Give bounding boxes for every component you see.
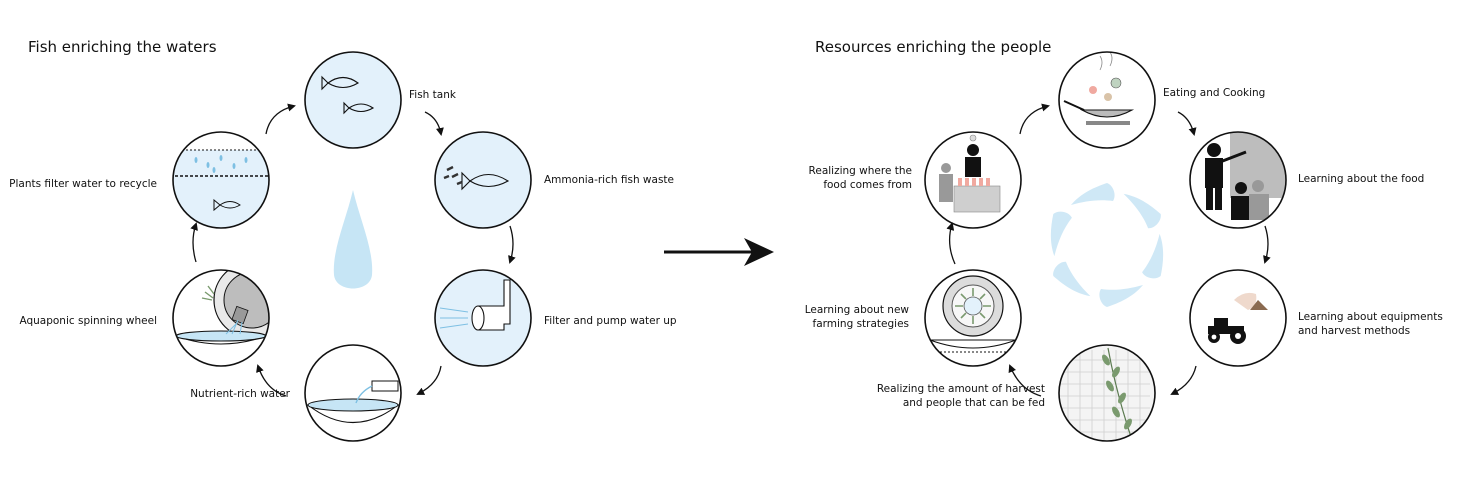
fish-waste-node (434, 131, 532, 229)
teacher-icon (1205, 143, 1247, 210)
cycle-arrow (1177, 111, 1197, 136)
step-label-equipments: Learning about equipments and harvest me… (1298, 310, 1443, 338)
harvest-amount-node (1059, 345, 1155, 441)
nutrient-water-node (305, 345, 401, 441)
market-stall-icon (939, 134, 1001, 213)
step-label-harvest-amount: Realizing the amount of harvest and peop… (877, 382, 1045, 410)
cycle-arrow (946, 222, 956, 265)
farming-strategies-node (925, 270, 1021, 366)
step-label-fish-tank: Fish tank (409, 89, 456, 101)
step-label-line: Learning about new (804, 304, 909, 316)
fish-icon (443, 165, 510, 191)
fish-tank-node (304, 51, 402, 149)
cycle-arrow (190, 222, 198, 263)
spinning-wheel-node (173, 270, 269, 366)
learning-food-node (1190, 132, 1286, 228)
water-drop-icon (333, 190, 373, 289)
fish-icon (321, 75, 375, 115)
step-label-food-origin: Realizing where the food comes from (809, 164, 912, 192)
right-panel-title: Resources enriching the people (815, 38, 1052, 56)
cycle-arrow (508, 225, 516, 264)
step-label-line: farming strategies (812, 318, 910, 330)
step-label-line: Realizing the amount of harvest (876, 383, 1045, 395)
step-label-farming-strategies: Learning about new farming strategies (805, 303, 909, 331)
wok-icon (1063, 52, 1135, 125)
food-origin-node (925, 132, 1021, 228)
step-label-line: Learning about equipments (1298, 311, 1443, 323)
step-label-spinning-wheel: Aquaponic spinning wheel (19, 315, 157, 327)
step-label-filter-pump: Filter and pump water up (544, 315, 677, 327)
step-label-line: and harvest methods (1298, 325, 1411, 337)
step-label-learning-food: Learning about the food (1298, 173, 1425, 185)
six-drop-ring-icon (1050, 183, 1164, 307)
step-label-plants-filter: Plants filter water to recycle (9, 178, 157, 190)
filter-pump-node (435, 270, 531, 366)
harvest-sack-icon (1234, 292, 1268, 310)
step-label-fish-waste: Ammonia-rich fish waste (544, 174, 675, 186)
step-label-line: Realizing where the (808, 165, 912, 177)
step-label-line: food comes from (823, 179, 912, 191)
cycle-arrow (416, 365, 442, 395)
cycle-arrow (1263, 225, 1271, 264)
equipment-node (1189, 269, 1287, 367)
cooking-node (1059, 52, 1155, 148)
cycle-arrow (424, 111, 444, 136)
pump-pipe-icon (439, 279, 511, 331)
left-panel-title: Fish enriching the waters (28, 38, 217, 56)
wheel-icon (175, 270, 269, 345)
cycle-arrow (1008, 364, 1042, 397)
cycle-arrow (1170, 365, 1197, 395)
step-label-nutrient-water: Nutrient-rich water (190, 388, 290, 400)
step-label-line: and people that can be fed (902, 397, 1045, 409)
cycle-arrow (256, 364, 287, 397)
basin-icon (306, 380, 400, 423)
step-label-eating-cooking: Eating and Cooking (1163, 87, 1266, 99)
student-icon (1231, 180, 1269, 220)
tractor-icon (1208, 318, 1246, 344)
cycle-arrow (1019, 103, 1050, 135)
cycle-arrow (265, 103, 296, 135)
wheel-icon (929, 275, 1017, 353)
vine-icon (1102, 347, 1133, 441)
